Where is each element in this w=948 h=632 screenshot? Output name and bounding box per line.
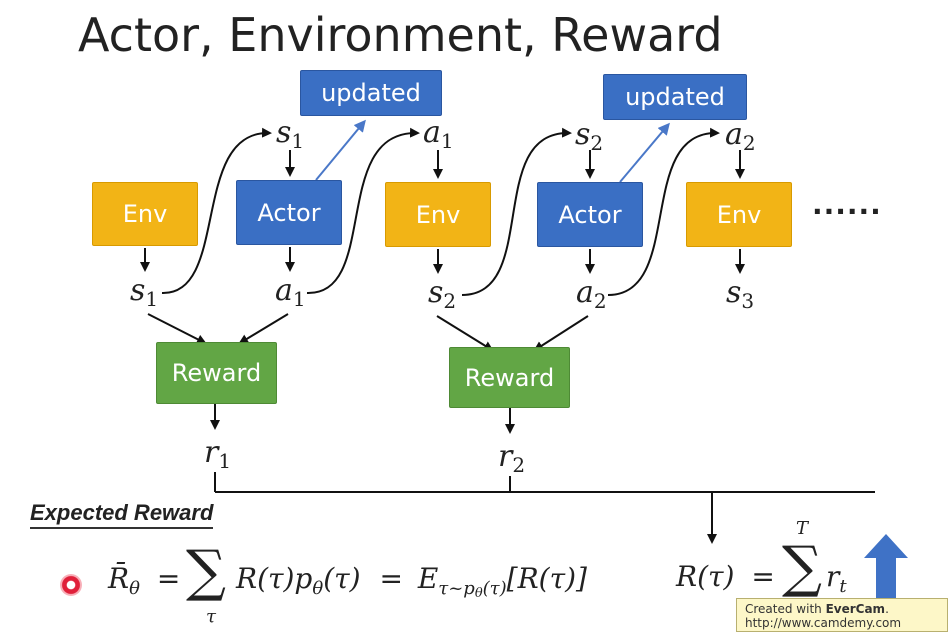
reward-box-2: Reward: [449, 347, 570, 408]
label-r2: r2: [498, 439, 526, 477]
sum-symbol: ∑: [186, 539, 226, 604]
env-box-3: Env: [686, 182, 792, 247]
env-box-2: Env: [385, 182, 491, 247]
env-box-1: Env: [92, 182, 198, 246]
return-sum-symbol: ∑: [782, 535, 822, 600]
label-a2-bottom: a2: [576, 275, 607, 313]
label-a1-top: a1: [423, 115, 454, 153]
return-sum-top: T: [796, 518, 809, 539]
label-s1-top: s1: [276, 115, 305, 153]
updated-box-2: updated: [603, 74, 747, 120]
label-s1-bottom: s1: [130, 273, 159, 311]
label-r1: r1: [204, 435, 232, 473]
laser-pointer-dot: [60, 574, 82, 596]
sum-subscript: τ: [206, 606, 216, 627]
evercam-watermark: Created with EverCam. http://www.camdemy…: [736, 598, 948, 632]
ellipsis: ......: [812, 188, 882, 221]
label-a2-top: a2: [725, 117, 756, 155]
updated-box-1: updated: [300, 70, 442, 116]
up-arrow-icon: [864, 534, 908, 600]
reward-box-1: Reward: [156, 342, 277, 404]
label-s3-bottom: s3: [726, 275, 755, 313]
return-lhs: R(τ) =: [676, 560, 775, 593]
label-s2-top: s2: [575, 117, 604, 155]
actor-box-1: Actor: [236, 180, 342, 245]
expected-reward-lhs: R̄θ =: [108, 562, 181, 599]
return-term: rt: [826, 560, 847, 597]
slide-title: Actor, Environment, Reward: [78, 8, 723, 62]
label-a1-bottom: a1: [275, 273, 306, 311]
expected-reward-term: R(τ)pθ(τ) = Eτ~pθ(τ)[R(τ)]: [236, 562, 587, 601]
actor-box-2: Actor: [537, 182, 643, 247]
label-s2-bottom: s2: [428, 275, 457, 313]
expected-reward-heading: Expected Reward: [30, 500, 214, 529]
